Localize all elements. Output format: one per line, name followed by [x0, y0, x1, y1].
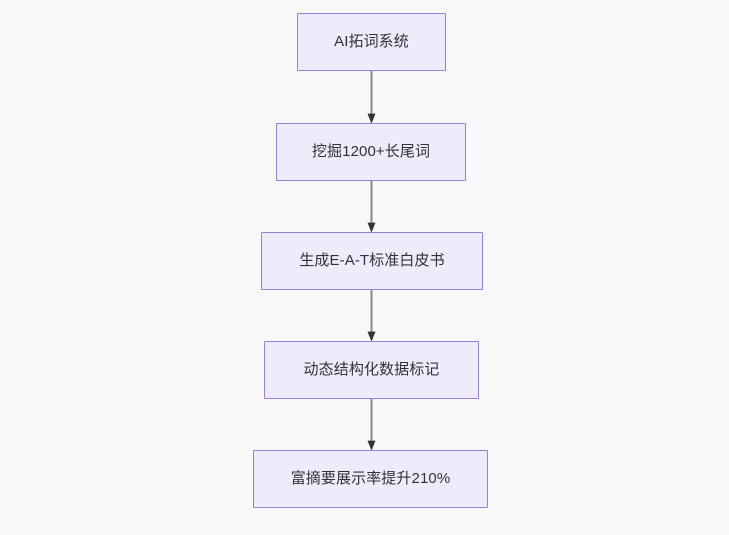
flow-node-label: AI拓词系统 — [334, 33, 409, 50]
flow-node-rich-snippet-impression-uplift[interactable]: 富摘要展示率提升210% — [253, 450, 488, 508]
flow-node-label: 生成E-A-T标准白皮书 — [299, 252, 445, 269]
flow-node-label: 挖掘1200+长尾词 — [311, 143, 431, 160]
flow-node-label: 富摘要展示率提升210% — [290, 470, 451, 487]
flow-node-label: 动态结构化数据标记 — [303, 361, 440, 378]
flow-node-mine-longtail-keywords[interactable]: 挖掘1200+长尾词 — [276, 123, 466, 181]
flow-node-dynamic-structured-data-markup[interactable]: 动态结构化数据标记 — [264, 341, 479, 399]
flow-node-ai-keyword-system[interactable]: AI拓词系统 — [297, 13, 446, 71]
flow-node-generate-eat-whitepaper[interactable]: 生成E-A-T标准白皮书 — [261, 232, 483, 290]
